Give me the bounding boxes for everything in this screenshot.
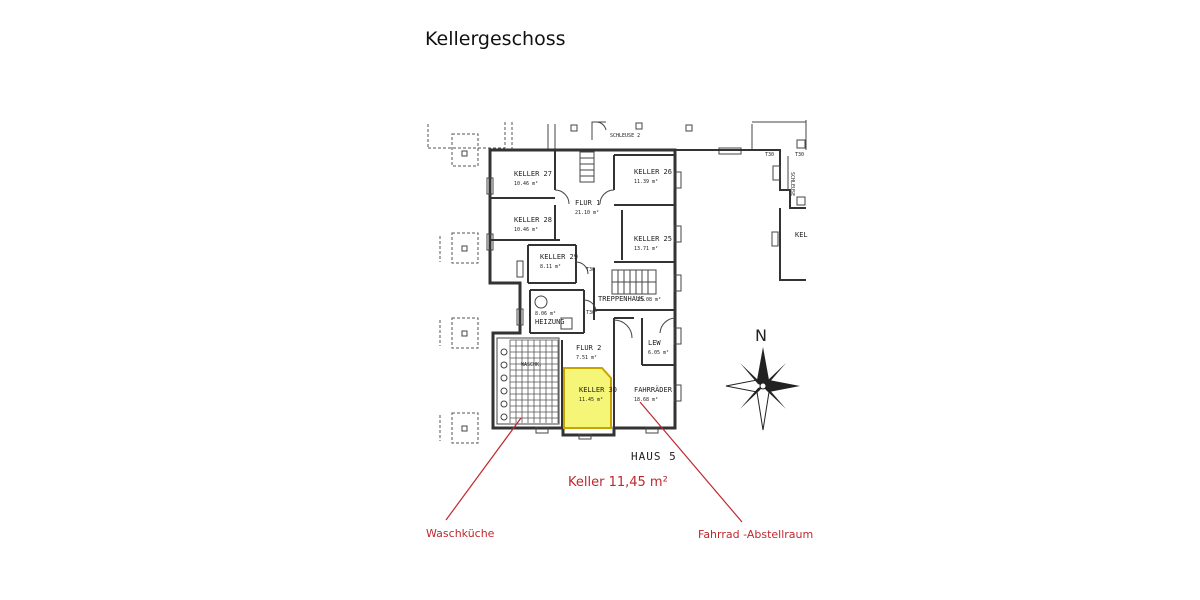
- site-markers: [427, 122, 513, 444]
- area-keller-29: 8.11 m²: [540, 264, 561, 270]
- label-t30-a: T30: [586, 267, 595, 273]
- area-fahrraeder: 18.68 m²: [634, 397, 658, 403]
- label-t30-c: T30: [765, 152, 774, 158]
- area-flur-1: 21.10 m²: [575, 210, 599, 216]
- interior-walls: [490, 150, 676, 428]
- fahrrad-pointer: [639, 401, 743, 523]
- waschkueche-caption: Waschküche: [426, 527, 495, 540]
- fahrrad-caption: Fahrrad -Abstellraum: [698, 528, 813, 541]
- neighbor-room-label: KEL: [795, 231, 808, 239]
- annotations: Keller 11,45 m² Waschküche Fahrrad -Abst…: [426, 401, 813, 541]
- room-keller-25: KELLER 25: [634, 235, 672, 243]
- neighbor-building: SCHLEUSE KEL: [675, 139, 808, 281]
- room-keller-29: KELLER 29: [540, 253, 578, 261]
- neighbor-side-label: SCHLEUSE: [789, 172, 795, 196]
- keller-30-highlight[interactable]: [563, 367, 612, 429]
- room-flur-1: FLUR 1: [575, 199, 600, 207]
- area-treppenhaus: 15.08 m²: [637, 297, 661, 303]
- compass-icon: N: [725, 326, 800, 431]
- area-keller-26: 11.39 m²: [634, 179, 658, 185]
- area-keller-30: 11.45 m²: [579, 397, 603, 403]
- room-labels: KELLER 27 10.46 m² KELLER 28 10.46 m² KE…: [514, 133, 804, 463]
- area-keller-27: 10.46 m²: [514, 181, 538, 187]
- room-heizung: HEIZUNG: [535, 318, 565, 326]
- building-label: HAUS 5: [631, 450, 677, 463]
- label-t30-b: T30: [586, 310, 595, 316]
- room-treppenhaus: TREPPENHAUS: [598, 295, 644, 303]
- area-heizung: 8.06 m²: [535, 311, 556, 317]
- page-title: Kellergeschoss: [425, 28, 566, 50]
- area-keller-25: 13.71 m²: [634, 246, 658, 252]
- room-lew: LEW: [648, 339, 661, 347]
- waschkueche-grid: [496, 337, 560, 425]
- room-keller-27: KELLER 27: [514, 170, 552, 178]
- area-keller-28: 10.46 m²: [514, 227, 538, 233]
- room-keller-30: KELLER 30: [579, 386, 617, 394]
- room-keller-26: KELLER 26: [634, 168, 672, 176]
- label-t30-d: T30: [795, 152, 804, 158]
- label-schleuse: SCHLEUSE 2: [610, 133, 640, 139]
- room-fahrraeder: FAHRRÄDER: [634, 385, 673, 394]
- area-flur-2: 7.51 m²: [576, 355, 597, 361]
- room-keller-28: KELLER 28: [514, 216, 552, 224]
- room-waschkueche: WASCHK.: [521, 362, 542, 368]
- compass-north-label: N: [755, 326, 767, 345]
- room-flur-2: FLUR 2: [576, 344, 601, 352]
- waschkueche-pointer: [445, 417, 522, 521]
- highlight-caption: Keller 11,45 m²: [568, 475, 668, 490]
- area-lew: 6.05 m²: [648, 350, 669, 356]
